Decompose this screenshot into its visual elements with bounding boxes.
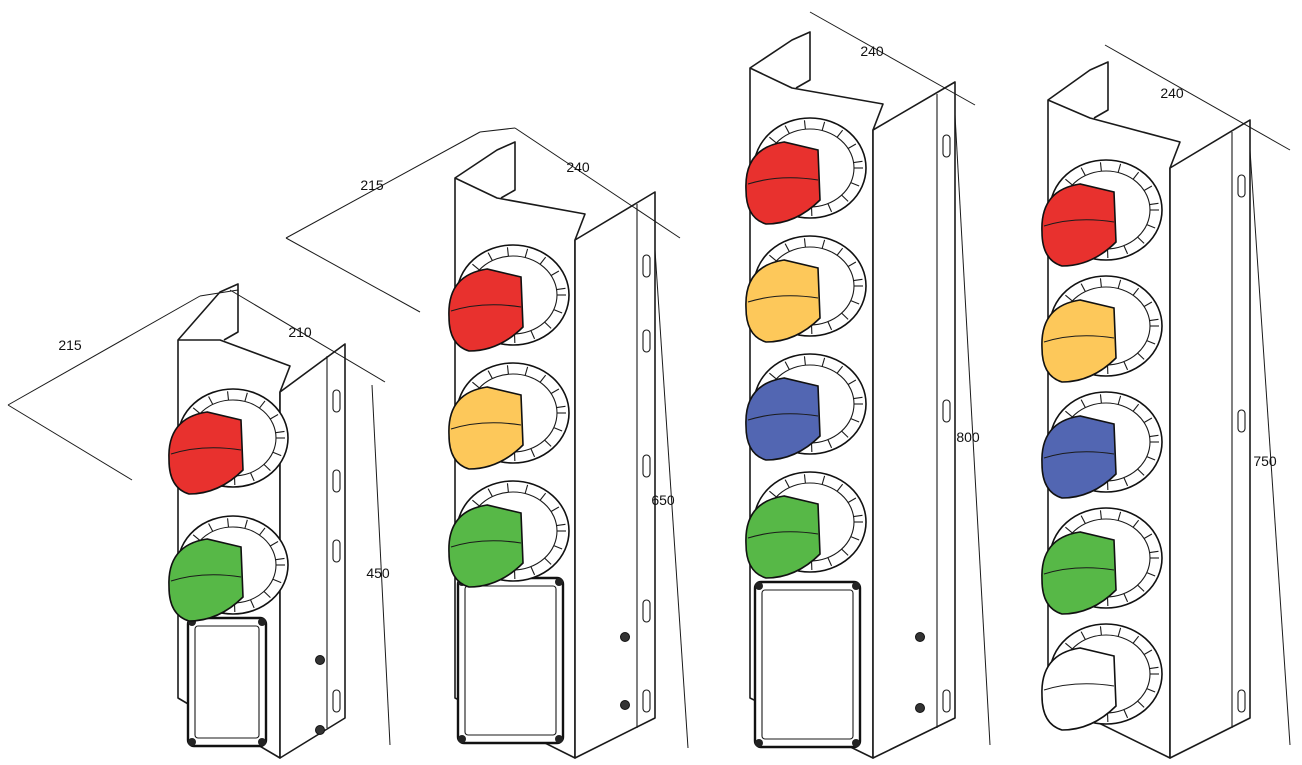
junction-box (755, 582, 860, 747)
junction-box-screw (755, 582, 763, 590)
dimension-depth-label: 215 (360, 177, 384, 193)
dimension-height-label: 750 (1253, 453, 1277, 469)
junction-box (188, 618, 266, 746)
junction-box-screw (258, 738, 266, 746)
junction-box-screw (458, 735, 466, 743)
screw (316, 726, 325, 735)
junction-box-screw (555, 735, 563, 743)
housing-side (1170, 120, 1250, 758)
dimension-line (8, 296, 200, 405)
dimension-line (480, 128, 515, 132)
junction-box-screw (852, 582, 860, 590)
signal-tower-unit: 240 800 (746, 12, 990, 758)
screw (316, 656, 325, 665)
screw (916, 704, 925, 713)
junction-box-screw (755, 739, 763, 747)
junction-box-screw (258, 618, 266, 626)
housing-side (280, 344, 345, 758)
screw (621, 701, 630, 710)
dimension-width-label: 240 (566, 159, 590, 175)
dimension-width-label: 240 (860, 43, 884, 59)
dimension-height-label: 800 (956, 429, 980, 445)
signal-tower-unit: 215 210 450 (8, 284, 390, 758)
dimension-line (286, 238, 420, 312)
screw (916, 633, 925, 642)
screw (621, 633, 630, 642)
dimension-line (1250, 150, 1290, 745)
junction-box-screw (555, 578, 563, 586)
junction-box-screw (188, 738, 196, 746)
junction-box-screw (852, 739, 860, 747)
dimension-width-label: 210 (288, 324, 312, 340)
junction-box (458, 578, 563, 743)
dimension-line (810, 12, 975, 105)
signal-tower-unit: 240 750 (1042, 45, 1290, 758)
signal-tower-unit: 215 240 650 (286, 128, 688, 758)
dimension-height-label: 650 (651, 492, 675, 508)
dimension-height-label: 450 (366, 565, 390, 581)
dimension-depth-label: 215 (58, 337, 82, 353)
dimension-line (8, 405, 132, 480)
housing-lip (178, 284, 238, 340)
dimension-width-label: 240 (1160, 85, 1184, 101)
